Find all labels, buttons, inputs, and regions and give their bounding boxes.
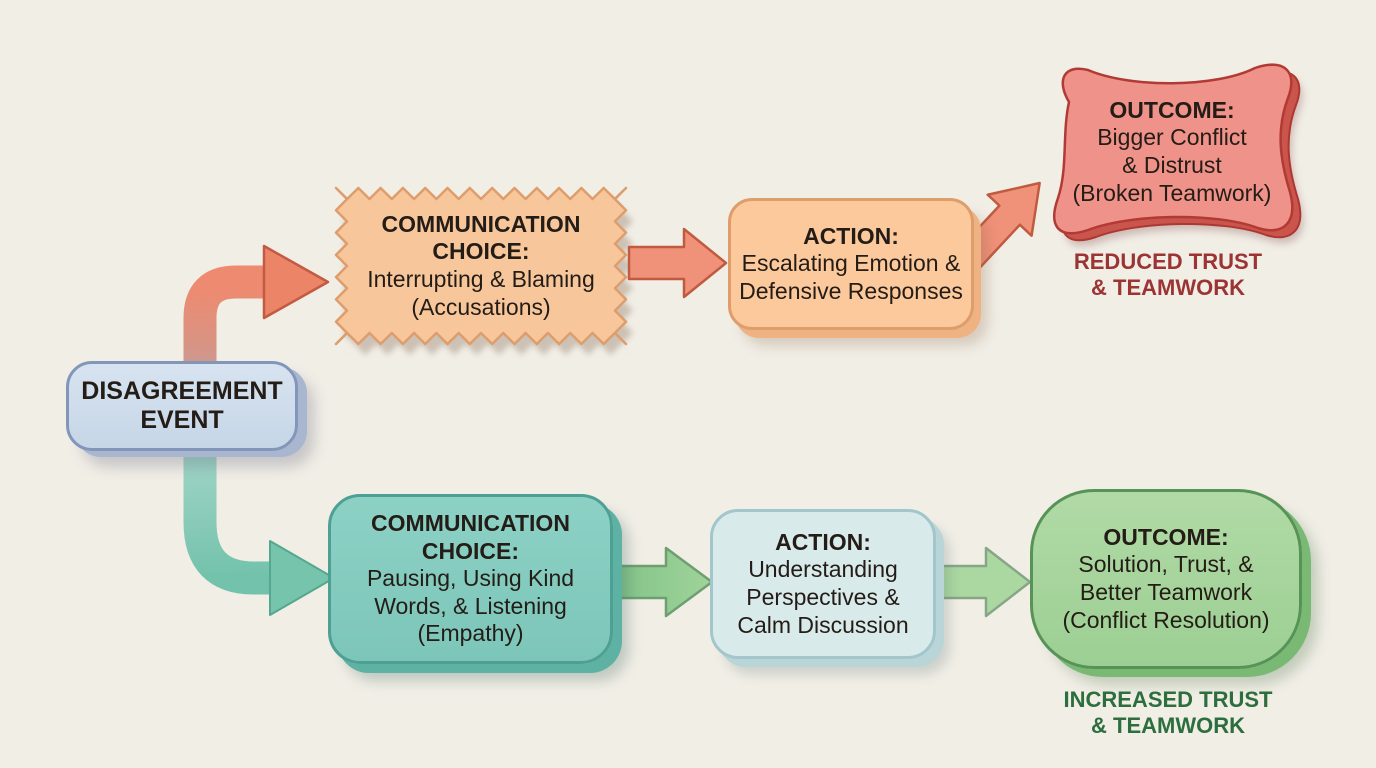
branch-arrow-positive-shaft (183, 430, 272, 595)
action-positive-box: ACTION: Understanding Perspectives & Cal… (710, 509, 936, 659)
caption-negative: REDUCED TRUST & TEAMWORK (1040, 244, 1296, 306)
outcome-positive-heading: OUTCOME: (1103, 523, 1229, 550)
arrow-action-to-outcome-positive (935, 546, 1032, 618)
disagreement-event-label: DISAGREEMENT EVENT (81, 377, 283, 434)
outcome-positive-body: Solution, Trust, & Better Teamwork (Conf… (1062, 551, 1270, 633)
disagreement-event-box: DISAGREEMENT EVENT (66, 361, 298, 451)
action-positive-heading: ACTION: (775, 528, 871, 555)
action-positive-body: Understanding Perspectives & Calm Discus… (737, 556, 909, 638)
branch-arrow-positive-head (269, 540, 335, 616)
choice-positive-box: COMMUNICATION CHOICE: Pausing, Using Kin… (328, 494, 613, 664)
caption-positive-label: INCREASED TRUST & TEAMWORK (1063, 687, 1273, 738)
caption-positive: INCREASED TRUST & TEAMWORK (1032, 682, 1304, 744)
action-negative-heading: ACTION: (803, 222, 899, 249)
choice-negative-body: Interrupting & Blaming (Accusations) (367, 266, 595, 320)
outcome-positive-box: OUTCOME: Solution, Trust, & Better Teamw… (1030, 489, 1302, 669)
choice-positive-body: Pausing, Using Kind Words, & Listening (… (366, 565, 575, 647)
branch-arrow-negative-head (262, 244, 330, 320)
branch-arrow-negative-shaft (183, 265, 266, 420)
action-negative-body: Escalating Emotion & Defensive Responses (739, 250, 963, 304)
arrow-choice-to-action-negative (627, 227, 728, 299)
arrow-action-to-outcome-negative (954, 181, 1041, 273)
outcome-negative-shape (1053, 63, 1294, 235)
caption-negative-label: REDUCED TRUST & TEAMWORK (1073, 249, 1263, 300)
arrow-choice-to-action-positive (611, 546, 714, 618)
outcome-negative-box: OUTCOME: Bigger Conflict & Distrust (Bro… (1058, 76, 1286, 228)
choice-positive-heading: COMMUNICATION CHOICE: (371, 510, 570, 564)
choice-negative-shape (334, 186, 628, 346)
action-negative-box: ACTION: Escalating Emotion & Defensive R… (728, 198, 974, 330)
choice-negative-box: COMMUNICATION CHOICE: Interrupting & Bla… (346, 198, 616, 334)
choice-negative-heading: COMMUNICATION CHOICE: (381, 210, 581, 265)
outcome-negative-body: Bigger Conflict & Distrust (Broken Teamw… (1072, 124, 1272, 206)
outcome-negative-heading: OUTCOME: (1109, 96, 1235, 123)
